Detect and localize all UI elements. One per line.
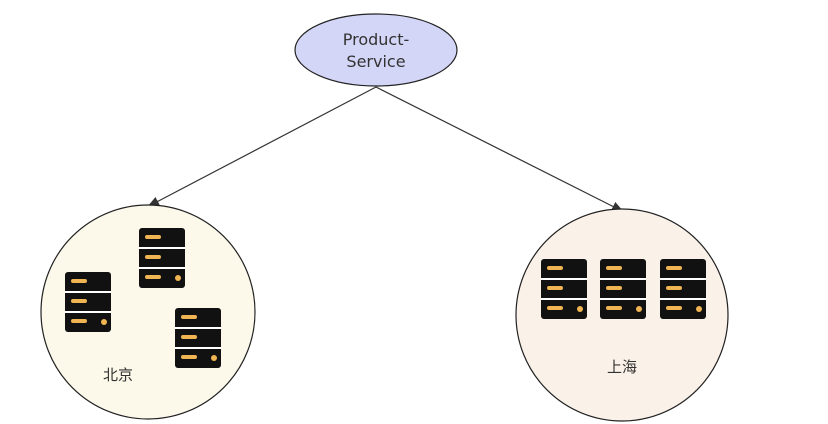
server-icon (139, 228, 185, 288)
server-icon (175, 308, 221, 368)
product-service-label-line1: Product- (343, 30, 410, 49)
product-service-node[interactable]: Product- Service (294, 13, 458, 87)
server-icon (660, 259, 706, 319)
edge-service-to-beijing (147, 86, 377, 207)
product-service-label-line2: Service (346, 52, 405, 71)
server-icon (65, 272, 111, 332)
product-service-ellipse (294, 13, 458, 87)
server-icon (541, 259, 587, 319)
region-shanghai-label: 上海 (607, 358, 637, 376)
region-beijing[interactable]: 北京 (40, 204, 256, 420)
server-icon (600, 259, 646, 319)
region-shanghai[interactable]: 上海 (515, 208, 729, 422)
region-beijing-label: 北京 (103, 366, 133, 384)
edge-service-to-shanghai (375, 86, 624, 212)
